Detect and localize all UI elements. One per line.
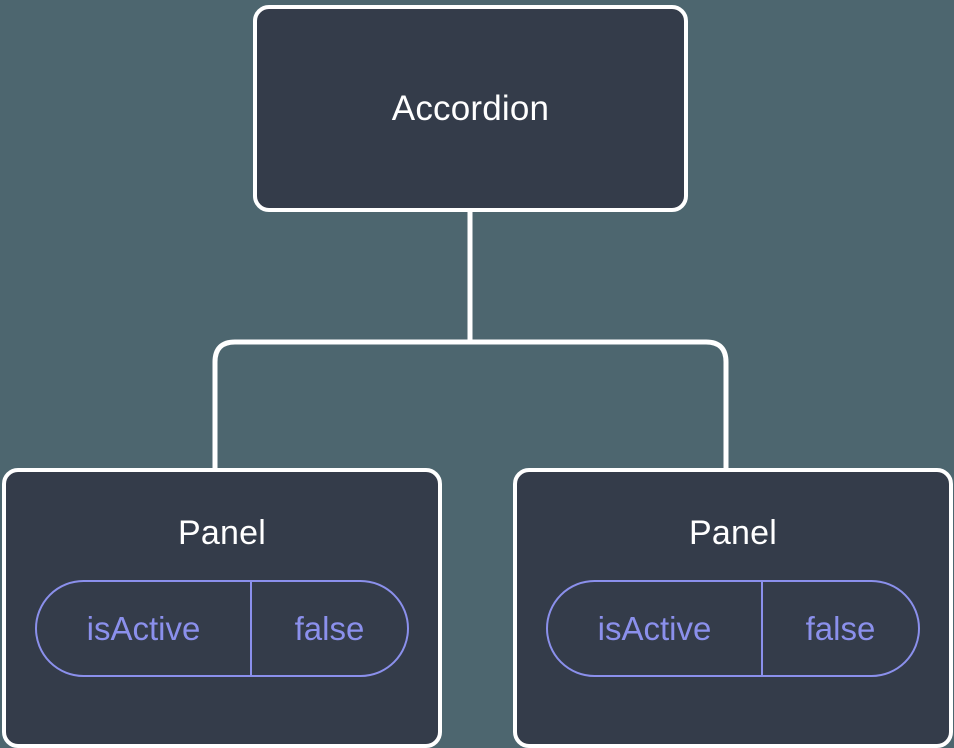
prop-value-right: false [805,610,876,647]
node-accordion[interactable]: Accordion [253,5,688,212]
prop-key-left: isActive [37,582,252,675]
connector-edge-root-to-right-panel [467,212,729,470]
prop-key-right: isActive [548,582,763,675]
prop-pill-is-active-left[interactable]: isActive false [35,580,409,677]
node-panel-right[interactable]: Panel isActive false [513,468,953,748]
node-panel-left[interactable]: Panel isActive false [2,468,442,748]
node-accordion-label: Accordion [391,89,550,128]
node-panel-left-label: Panel [178,514,266,552]
prop-pill-is-active-right[interactable]: isActive false [546,580,920,677]
connector-edge-root-to-left-panel [212,212,473,470]
prop-value-left: false [294,610,365,647]
node-panel-right-label: Panel [689,514,777,552]
